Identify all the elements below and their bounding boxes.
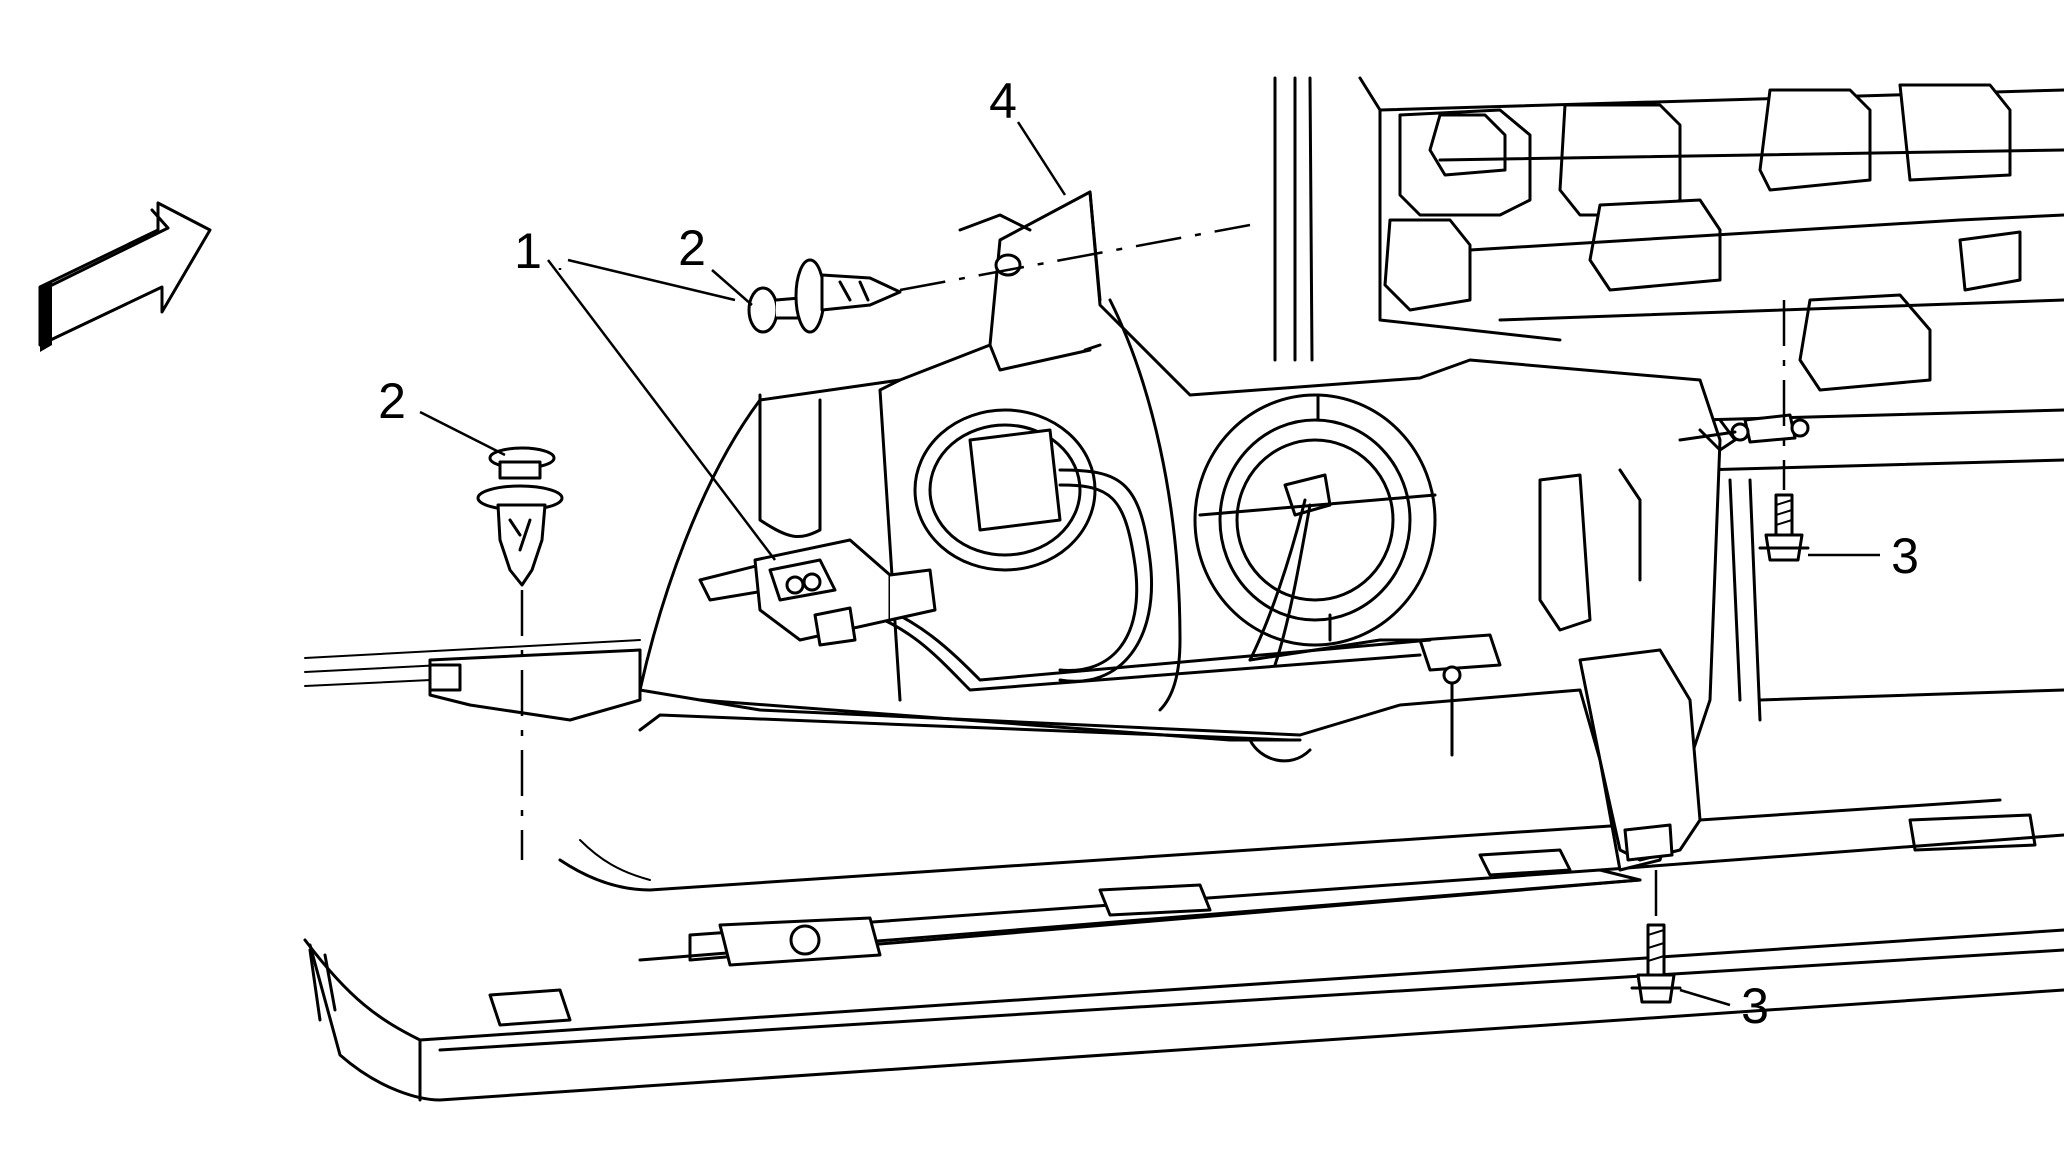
callout-1-label: 1 bbox=[514, 223, 542, 279]
low-beam-bulb-socket bbox=[913, 408, 1153, 683]
callout-1: 1 bbox=[514, 223, 776, 561]
radiator-support bbox=[1273, 76, 2064, 722]
push-pin-retainer-left bbox=[476, 446, 564, 587]
harness-clip bbox=[1678, 413, 1810, 444]
install-centerlines bbox=[520, 223, 1786, 920]
callout-2-left: 2 bbox=[378, 373, 406, 429]
callout-4-label: 4 bbox=[989, 73, 1017, 129]
leader-lines bbox=[419, 258, 736, 457]
callout-2-left-label: 2 bbox=[378, 373, 406, 429]
electrical-connector bbox=[753, 538, 937, 647]
callout-3-upper-label: 3 bbox=[1891, 528, 1919, 584]
callout-3-lower-label: 3 bbox=[1741, 978, 1769, 1034]
bolt-upper bbox=[1758, 493, 1810, 562]
callout-3-upper: 3 bbox=[1808, 528, 1919, 584]
callout-2-upper: 2 bbox=[678, 220, 753, 306]
view-direction-arrow-icon bbox=[38, 201, 212, 352]
push-pin-retainer-upper bbox=[747, 258, 902, 334]
bolt-lower bbox=[1630, 923, 1682, 1004]
callout-2-upper-label: 2 bbox=[678, 220, 706, 276]
high-beam-reflector bbox=[1193, 393, 1437, 667]
callout-4: 4 bbox=[989, 73, 1067, 196]
callout-3-lower: 3 bbox=[1679, 978, 1769, 1034]
